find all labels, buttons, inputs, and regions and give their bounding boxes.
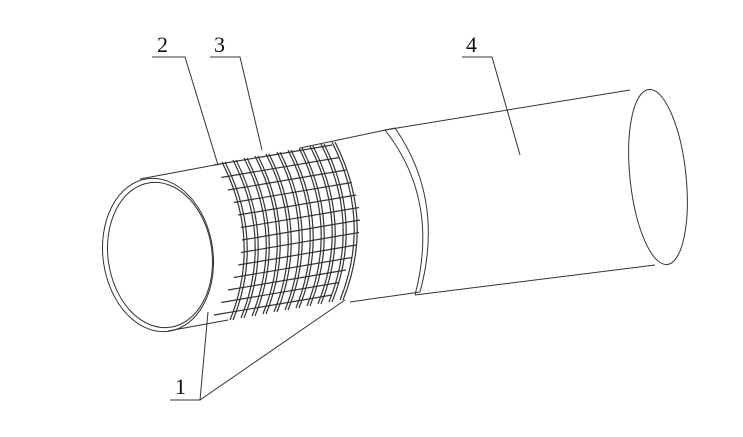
mesh-ring (221, 161, 245, 321)
mesh-wire (221, 156, 340, 179)
mesh-wire (233, 181, 352, 204)
mesh-ring (290, 149, 314, 309)
inner-pipe-body (139, 163, 229, 332)
mesh-ring (224, 161, 248, 321)
mesh-ring (257, 155, 281, 315)
mesh-ring (246, 157, 270, 317)
mesh-wire (227, 269, 347, 291)
mesh-wire (238, 244, 357, 266)
mesh-ring (265, 153, 289, 313)
mesh-ring (312, 145, 336, 305)
mesh-ring (279, 151, 303, 311)
leader-lines (152, 56, 521, 401)
mesh-ring (254, 155, 278, 315)
mesh-ring (268, 153, 292, 313)
mesh-wire (227, 169, 347, 191)
mesh-wire (213, 294, 333, 316)
mesh-ring (301, 147, 325, 307)
mesh-wire (238, 194, 357, 216)
mesh-ring (323, 143, 347, 303)
mesh-wire (240, 206, 360, 229)
mesh-wire (221, 281, 340, 304)
mesh-wire (241, 219, 361, 241)
reinforcement-mesh (213, 141, 361, 321)
mesh-ring (232, 159, 256, 319)
label-part-1: 1 (175, 374, 186, 399)
mesh-wire (240, 231, 360, 254)
mesh-ring (243, 157, 267, 317)
mesh-wire (233, 256, 352, 279)
outer-layer (299, 127, 429, 303)
label-part-4: 4 (466, 32, 477, 57)
label-part-2: 2 (157, 32, 168, 57)
outer-sleeve (384, 88, 688, 296)
inner-pipe-end (101, 177, 215, 333)
mesh-ring (276, 151, 300, 311)
label-part-3: 3 (214, 32, 225, 57)
mesh-ring (235, 159, 259, 319)
mesh-wire (213, 144, 333, 166)
